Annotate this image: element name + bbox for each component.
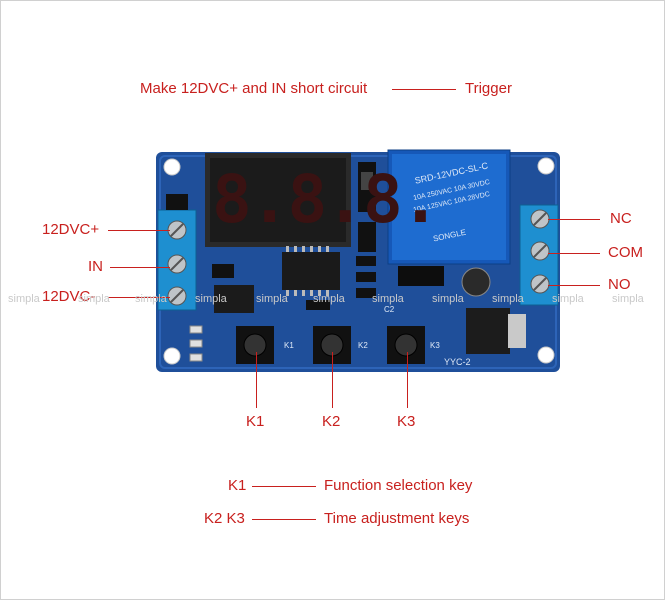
capacitor <box>461 267 491 297</box>
watermark: simpla <box>313 293 345 305</box>
leader-line <box>548 285 600 286</box>
terminal-label-12dvc-plus: 12DVC+ <box>42 221 100 238</box>
leader-line <box>332 352 333 408</box>
leader-line <box>110 267 170 268</box>
microcontroller-chip <box>282 252 340 290</box>
silk-c2: C2 <box>384 305 395 314</box>
led <box>189 339 203 348</box>
terminal-label-12dvc-minus: 12DVC- <box>42 288 96 305</box>
trigger-label: Trigger <box>465 80 512 97</box>
watermark: simpla <box>552 293 584 305</box>
watermark: simpla <box>256 293 288 305</box>
watermark: simpla <box>78 293 110 305</box>
watermark: simpla <box>135 293 167 305</box>
mounting-hole <box>537 346 555 364</box>
silk-k3: K3 <box>430 341 440 350</box>
silk-model: YYC-2 <box>444 357 471 367</box>
watermark: simpla <box>8 293 40 305</box>
legend-desc-k1: Function selection key <box>324 477 473 494</box>
leader-line <box>548 253 600 254</box>
legend-key-k1: K1 <box>228 477 247 494</box>
voltage-regulator <box>466 308 510 354</box>
button-label-k3: K3 <box>397 413 416 430</box>
terminal-label-nc: NC <box>610 210 632 227</box>
led <box>189 353 203 362</box>
trigger-condition-text: Make 12DVC+ and IN short circuit <box>140 80 368 97</box>
leader-line <box>252 486 316 487</box>
leader-line <box>407 352 408 408</box>
leader-line <box>252 519 316 520</box>
legend-key-k2-k3: K2 K3 <box>204 510 245 527</box>
leader-line <box>108 297 170 298</box>
watermark: simpla <box>195 293 227 305</box>
watermark: simpla <box>372 293 404 305</box>
watermark: simpla <box>492 293 524 305</box>
terminal-label-no: NO <box>608 276 631 293</box>
button-label-k1: K1 <box>246 413 265 430</box>
watermark: simpla <box>612 293 644 305</box>
silk-k2: K2 <box>358 341 368 350</box>
watermark: simpla <box>432 293 464 305</box>
silk-k1: K1 <box>284 341 294 350</box>
leader-line <box>256 352 257 408</box>
leader-line <box>392 89 456 90</box>
button-k3[interactable] <box>387 326 425 364</box>
mounting-hole <box>537 157 555 175</box>
display-digits: 8.8.8. <box>212 161 440 238</box>
legend-desc-k2-k3: Time adjustment keys <box>324 510 470 527</box>
leader-line <box>548 219 600 220</box>
terminal-label-in: IN <box>88 258 103 275</box>
button-label-k2: K2 <box>322 413 341 430</box>
mounting-hole <box>163 347 181 365</box>
leader-line <box>108 230 170 231</box>
mounting-hole <box>163 158 181 176</box>
terminal-label-com: COM <box>608 244 643 261</box>
led <box>189 325 203 334</box>
button-k1[interactable] <box>236 326 274 364</box>
